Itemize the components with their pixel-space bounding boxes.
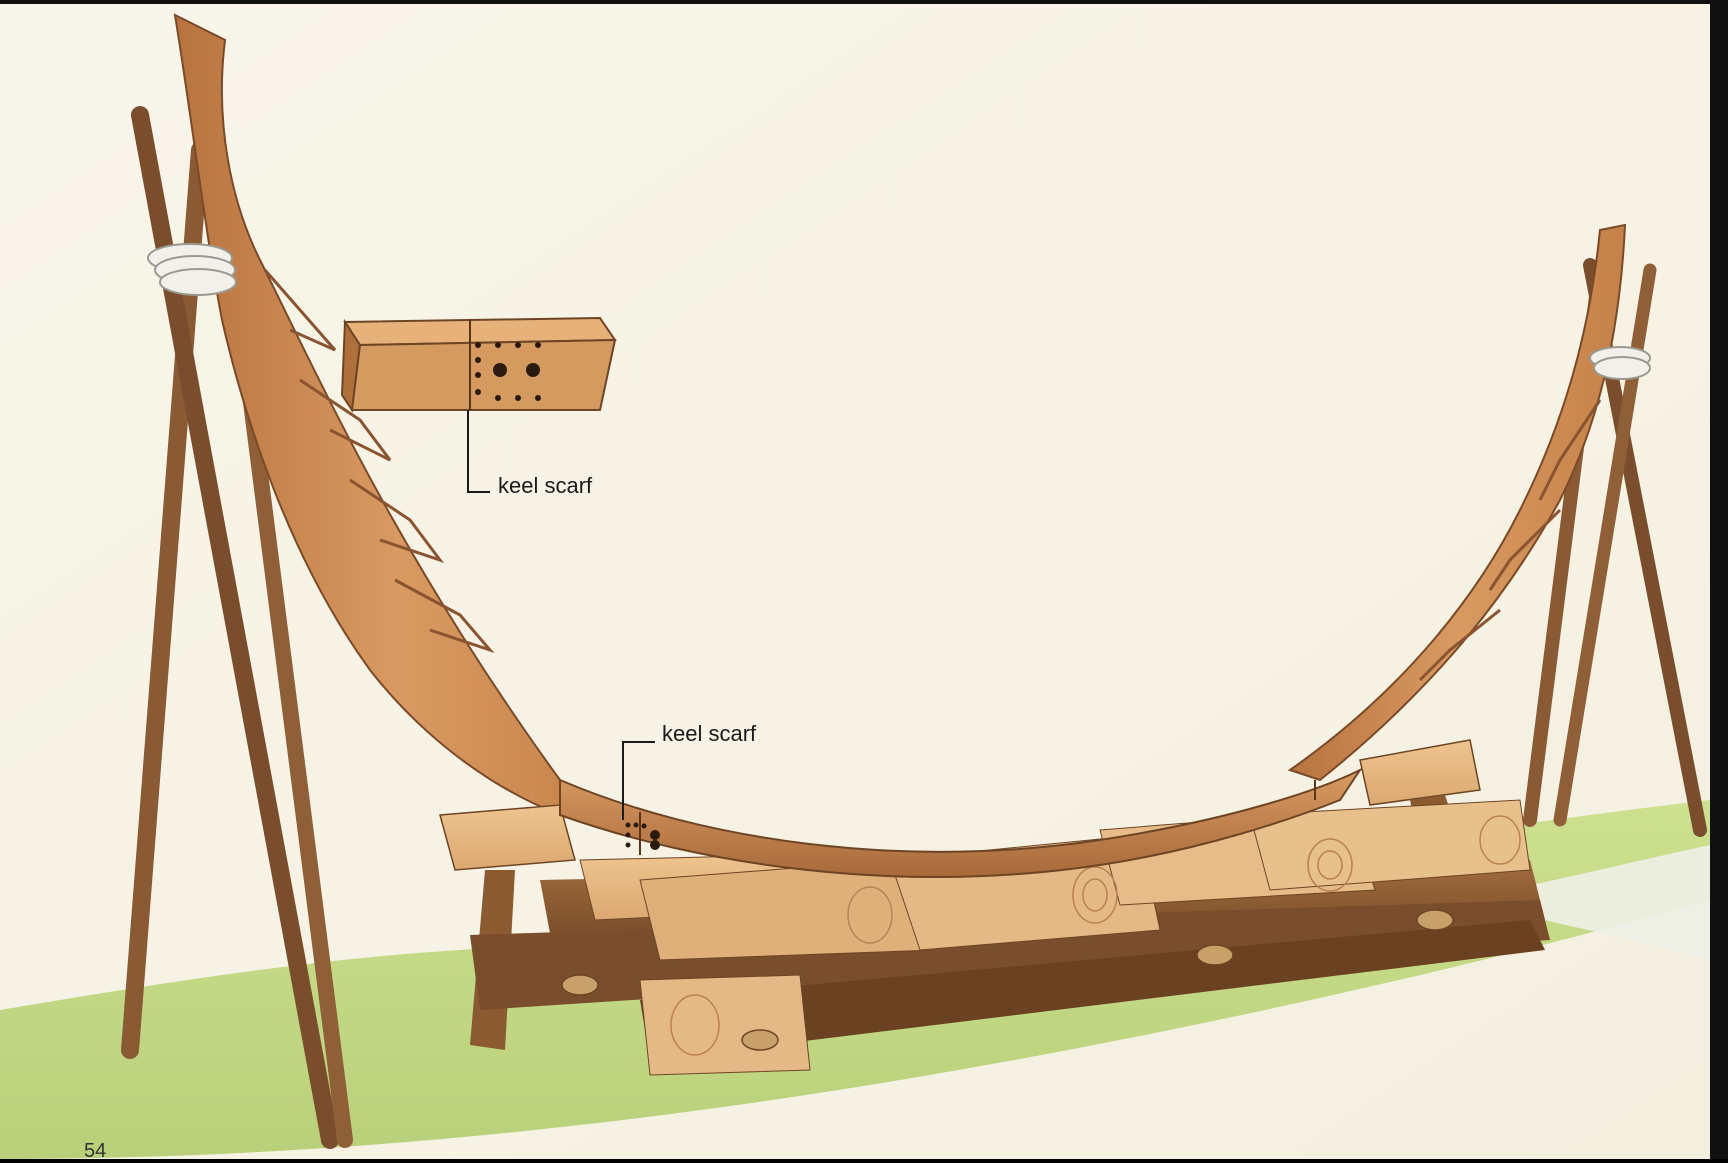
scarf-inset	[342, 318, 615, 410]
page-number: 54	[84, 1140, 106, 1163]
top-border	[0, 0, 1728, 4]
right-rope	[1590, 347, 1650, 379]
keel-label: keel scarf	[662, 721, 756, 747]
inset-label: keel scarf	[498, 473, 592, 499]
right-border	[1710, 0, 1728, 1159]
